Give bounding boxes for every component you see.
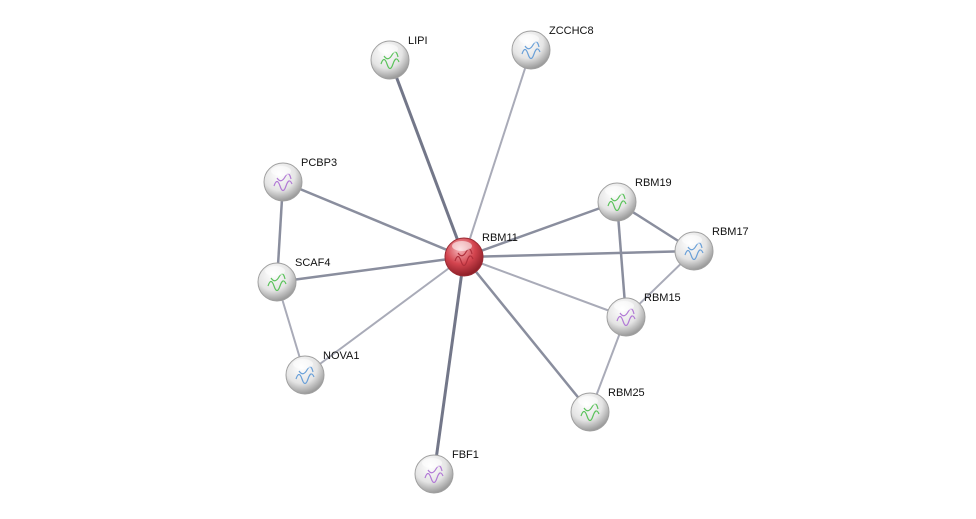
node-highlight [265,266,285,276]
node-rbm19[interactable]: RBM19 [597,177,672,222]
node-highlight [378,44,398,54]
edge-rbm11-rbm19[interactable] [463,200,618,259]
edge-rbm11-pcbp3[interactable] [282,180,465,259]
node-highlight [422,458,442,468]
node-label[interactable]: SCAF4 [295,257,330,269]
node-scaf4[interactable]: SCAF4 [257,257,330,302]
protein-structure-icon [380,51,400,70]
protein-structure-icon [607,193,627,212]
node-highlight [452,241,472,251]
protein-structure-icon [616,308,636,327]
edge-rbm11-rbm25[interactable] [463,256,591,413]
node-label[interactable]: LIPI [408,35,428,47]
node-label[interactable]: RBM15 [644,292,681,304]
node-highlight [519,34,539,44]
protein-structure-icon [521,41,541,60]
node-label[interactable]: RBM19 [635,177,672,189]
protein-structure-icon [580,403,600,422]
edge-rbm11-lipi[interactable] [388,59,466,258]
edge-rbm11-scaf4[interactable] [276,255,465,284]
node-highlight [605,186,625,196]
node-rbm17[interactable]: RBM17 [674,226,749,271]
edge-rbm11-rbm15[interactable] [463,256,627,318]
node-nova1[interactable]: NOVA1 [285,350,359,395]
node-lipi[interactable]: LIPI [370,35,428,80]
protein-structure-icon [273,173,293,192]
node-highlight [578,396,598,406]
edge-rbm11-fbf1[interactable] [432,256,466,475]
protein-structure-icon [424,465,444,484]
node-fbf1[interactable]: FBF1 [414,449,479,494]
protein-structure-icon [454,248,474,267]
node-highlight [682,235,702,245]
protein-structure-icon [295,366,315,385]
protein-structure-icon [267,273,287,292]
node-label[interactable]: ZCCHC8 [549,25,594,37]
node-label[interactable]: RBM25 [608,387,645,399]
node-highlight [293,359,313,369]
node-label[interactable]: FBF1 [452,449,479,461]
edge-rbm11-nova1[interactable] [304,256,465,376]
node-rbm15[interactable]: RBM15 [606,292,681,337]
node-pcbp3[interactable]: PCBP3 [263,157,337,202]
node-highlight [614,301,634,311]
node-label[interactable]: PCBP3 [301,157,337,169]
edge-rbm11-rbm17[interactable] [463,249,695,259]
node-highlight [271,166,291,176]
protein-structure-icon [684,242,704,261]
node-label[interactable]: RBM17 [712,226,749,238]
edge-rbm11-zcchc8[interactable] [463,49,532,258]
node-zcchc8[interactable]: ZCCHC8 [511,25,594,70]
node-rbm25[interactable]: RBM25 [570,387,645,432]
node-label[interactable]: NOVA1 [323,350,359,362]
node-rbm11[interactable]: RBM11 [444,232,518,277]
node-label[interactable]: RBM11 [482,232,518,244]
